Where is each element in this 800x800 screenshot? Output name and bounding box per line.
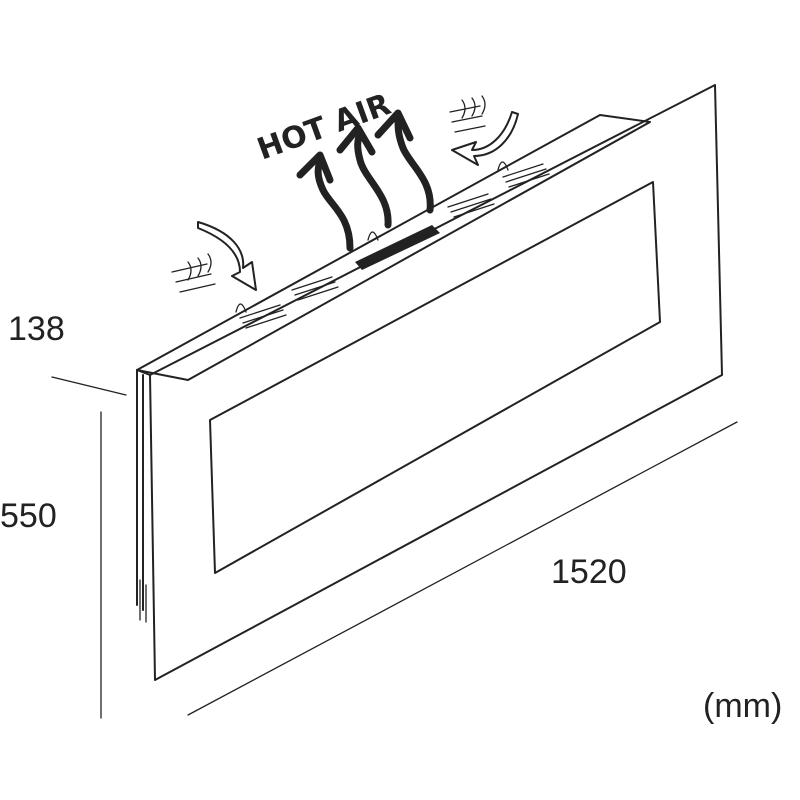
firebox-window <box>209 181 661 574</box>
vent-slot <box>291 276 339 301</box>
vent-slot <box>497 161 550 188</box>
vent-slot <box>447 193 495 218</box>
intake-right <box>449 95 519 166</box>
hot-air-arrows <box>296 109 434 252</box>
arrow-up-icon-head <box>336 124 376 156</box>
arrow-up-icon <box>394 114 434 214</box>
front-glass-panel <box>149 84 723 681</box>
arrow-up-icon-head <box>296 151 334 184</box>
intake-left <box>171 221 257 293</box>
depth-label: 138 <box>8 310 65 348</box>
airflow-wave-icon <box>187 253 212 281</box>
top-vents <box>235 161 550 329</box>
airflow-lines-icon <box>449 105 486 133</box>
airflow-lines-icon <box>171 263 216 293</box>
panel-corner <box>136 369 151 376</box>
width-dimension-line <box>187 421 738 716</box>
fireplace-body <box>136 84 723 681</box>
width-label: 1520 <box>551 553 627 591</box>
arrow-up-icon <box>354 128 392 229</box>
depth-dimension-line <box>51 376 127 396</box>
curved-arrow-icon <box>451 111 519 166</box>
airflow-wave-icon <box>461 95 486 119</box>
arrow-up-icon-head <box>374 109 414 142</box>
height-label: 550 <box>0 497 57 535</box>
arrow-up-icon <box>314 156 354 252</box>
unit-label: (mm) <box>703 687 782 725</box>
vent-slot <box>235 303 287 329</box>
hot-air-label: HOT AIR <box>253 87 396 167</box>
dimension-lines <box>51 376 738 719</box>
curved-arrow-icon <box>197 221 257 291</box>
top-face <box>136 114 651 381</box>
center-outlet <box>355 225 440 270</box>
